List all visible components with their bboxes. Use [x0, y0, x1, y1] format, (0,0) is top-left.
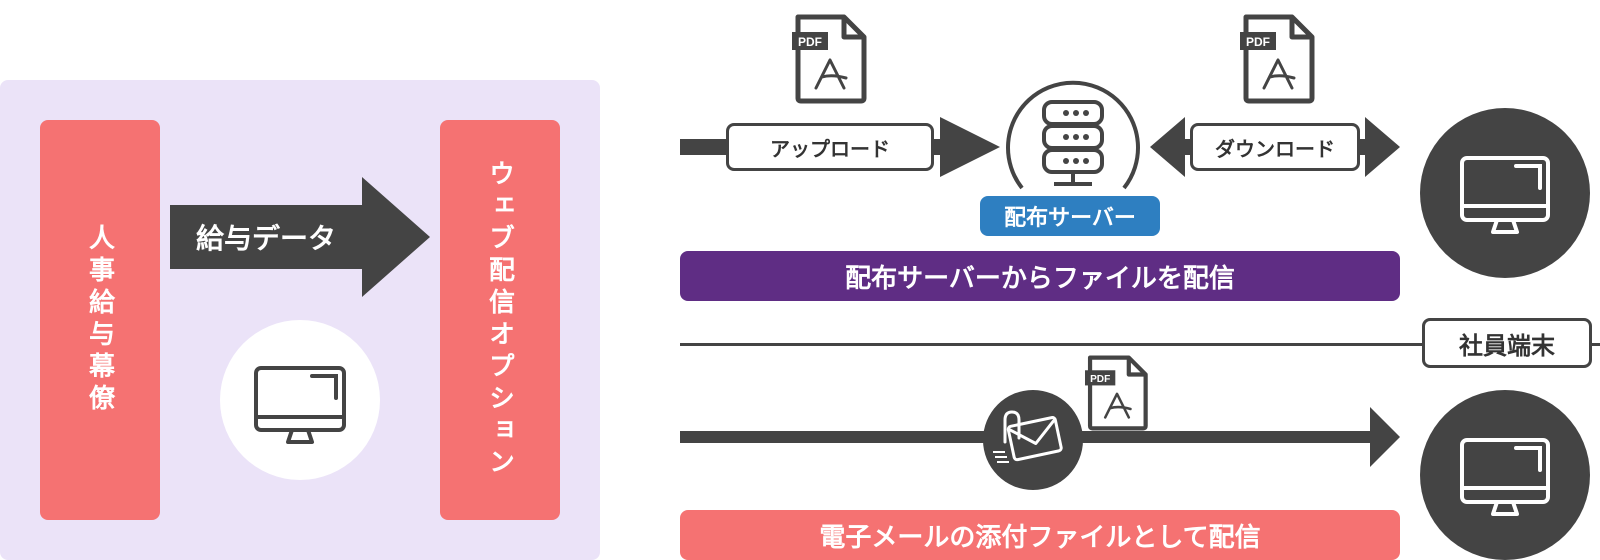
pdf-file-icon: PDF [792, 14, 867, 104]
email-paperclip-icon [983, 390, 1083, 490]
email-delivery-banner: 電子メールの添付ファイルとして配信 [680, 510, 1400, 560]
monitor-icon [1420, 390, 1590, 560]
pdf-file-icon: PDF [1085, 355, 1148, 431]
distribution-server-badge: 配布サーバー [980, 196, 1160, 236]
divider-line [680, 343, 1600, 346]
hr-payroll-label: 人事給与幕僚 [84, 224, 115, 416]
download-label: ダウンロード [1190, 123, 1360, 171]
web-delivery-option-label: ウェブ配信オプション [484, 160, 515, 480]
svg-text:PDF: PDF [798, 35, 822, 49]
monitor-icon [1420, 108, 1590, 278]
pdf-file-icon: PDF [1240, 14, 1315, 104]
monitor-icon [220, 320, 380, 480]
hr-payroll-box: 人事給与幕僚 [40, 120, 160, 520]
payroll-data-label: 給与データ [195, 222, 336, 255]
server-delivery-banner: 配布サーバーからファイルを配信 [680, 251, 1400, 301]
upload-label: アップロード [726, 123, 934, 171]
employee-terminal-label: 社員端末 [1422, 318, 1592, 368]
data-flow-arrow [170, 177, 430, 297]
svg-text:PDF: PDF [1246, 35, 1270, 49]
web-delivery-option-box: ウェブ配信オプション [440, 120, 560, 520]
server-database-icon [1006, 80, 1140, 190]
svg-text:PDF: PDF [1090, 374, 1110, 385]
